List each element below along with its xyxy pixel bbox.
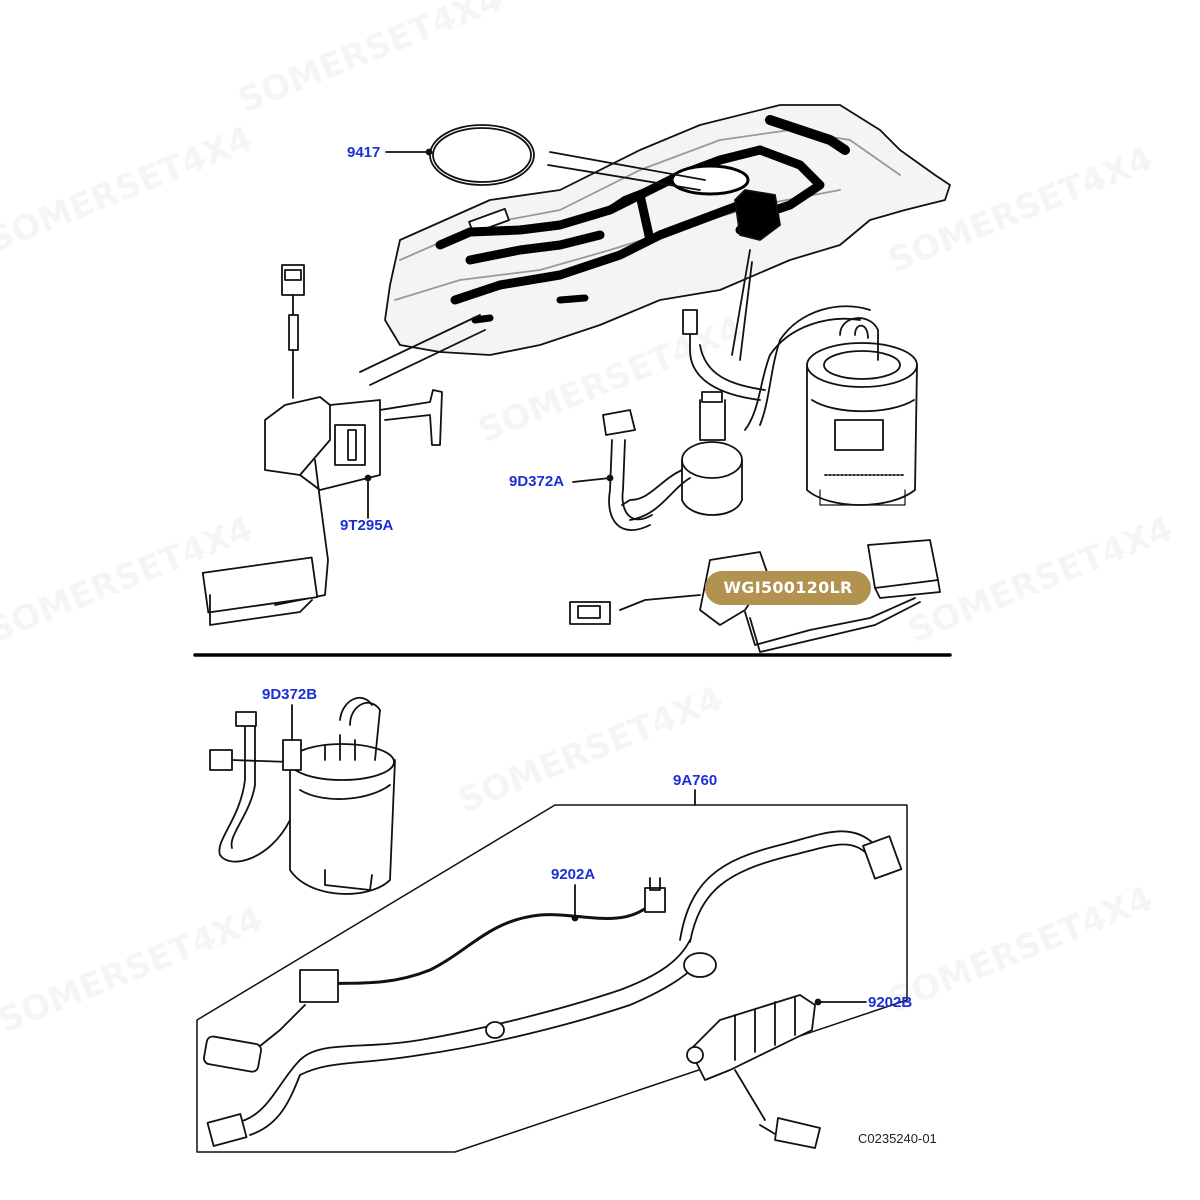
reference-code: C0235240-01 (858, 1131, 937, 1146)
fuel-tank (359, 104, 951, 386)
callout-9T295A[interactable]: 9T295A (340, 517, 394, 534)
fuel-pump-module (602, 305, 918, 531)
left-fuel-level-sender (201, 264, 443, 626)
callout-9202A[interactable]: 9202A (551, 866, 596, 883)
jet-pump-hose (203, 830, 903, 1147)
callout-9D372B[interactable]: 9D372B (262, 686, 318, 703)
callout-9A760[interactable]: 9A760 (673, 772, 718, 789)
kit-bracket (196, 804, 908, 1153)
callout-9202B[interactable]: 9202B (868, 994, 913, 1011)
part-number-badge[interactable]: WGI500120LR (705, 571, 871, 605)
callout-9D372A[interactable]: 9D372A (509, 473, 565, 490)
sender-unit-b (686, 994, 821, 1149)
seal-ring (429, 124, 535, 186)
alternative-pump-module (209, 696, 396, 895)
callout-9417[interactable]: 9417 (347, 144, 381, 161)
wiring-harness (303, 877, 666, 987)
